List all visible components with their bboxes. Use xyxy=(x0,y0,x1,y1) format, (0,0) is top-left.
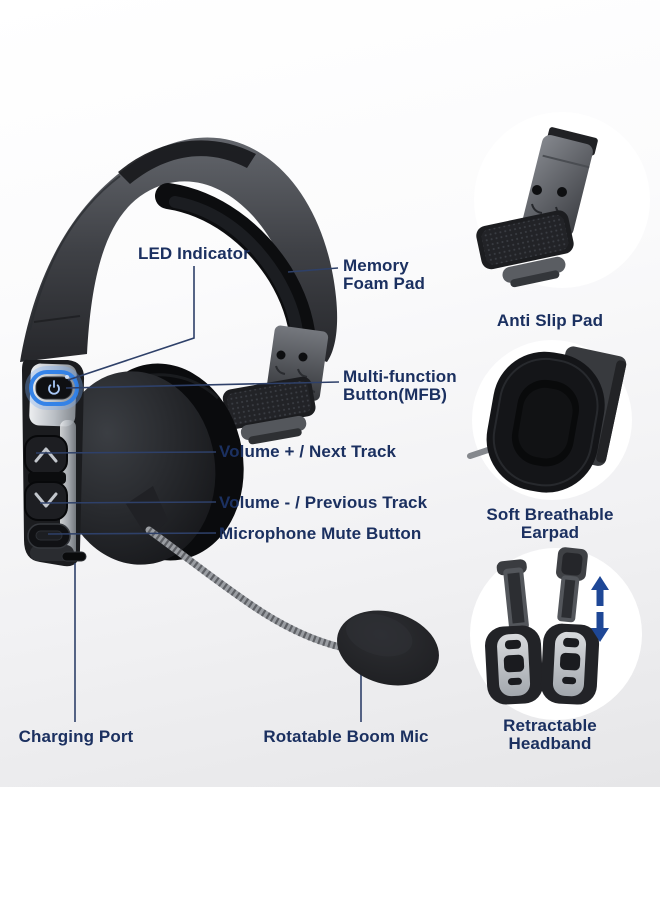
label-retractable-line1: Retractable xyxy=(503,716,597,735)
label-memory-foam: Memory Foam Pad xyxy=(343,257,425,293)
label-memory-foam-line2: Foam Pad xyxy=(343,274,426,293)
charging-port xyxy=(61,551,87,562)
callout-lines xyxy=(35,266,362,722)
volume-down-button xyxy=(24,481,68,521)
label-volume-up: Volume + / Next Track xyxy=(219,442,397,461)
anti-slip-panel xyxy=(476,127,598,288)
callout-line-volume-down xyxy=(39,501,217,504)
mic-foam xyxy=(337,610,439,686)
label-boom-mic: Rotatable Boom Mic xyxy=(263,727,429,746)
led-indicator-dot xyxy=(65,375,69,379)
label-retractable: Retractable Headband xyxy=(450,717,650,753)
label-anti-slip-pad: Anti Slip Pad xyxy=(496,311,604,330)
label-retractable-line2: Headband xyxy=(508,734,592,753)
label-led-indicator: LED Indicator xyxy=(138,244,250,263)
headset xyxy=(20,137,348,652)
label-memory-foam-line1: Memory xyxy=(343,256,409,275)
callout-line-volume-up xyxy=(35,451,217,454)
down-arrow-icon xyxy=(591,612,609,642)
volume-up-button xyxy=(24,435,68,475)
chevron-up-icon xyxy=(34,447,58,463)
boom-hinge xyxy=(126,486,168,540)
button-divider xyxy=(28,472,66,484)
label-mic-mute: Microphone Mute Button xyxy=(219,524,422,543)
callout-line-mfb xyxy=(65,381,340,389)
label-earpad: Soft Breathable Earpad xyxy=(450,506,650,542)
label-mfb-line2: Button(MFB) xyxy=(343,385,447,404)
label-earpad-line1: Soft Breathable xyxy=(486,505,614,524)
label-mfb: Multi-function Button(MFB) xyxy=(343,368,457,404)
callout-line-led xyxy=(67,266,195,381)
callout-line-memory-foam xyxy=(287,267,339,273)
anti-slip-pad xyxy=(222,376,316,445)
label-charging-port: Charging Port xyxy=(18,727,134,746)
boom-mic xyxy=(126,486,348,652)
up-arrow-icon xyxy=(591,576,609,606)
power-icon xyxy=(48,380,60,395)
hinge-screw xyxy=(276,350,286,360)
chevron-down-icon xyxy=(34,492,58,508)
headband-top-trim xyxy=(118,140,256,184)
hinge-screw xyxy=(298,352,308,362)
callout-line-mic-mute xyxy=(47,532,217,535)
label-earpad-line2: Earpad xyxy=(520,523,580,542)
label-mfb-line1: Multi-function xyxy=(343,367,457,386)
retractable-panel xyxy=(485,547,609,705)
mic-mute-button xyxy=(27,523,71,549)
memory-foam-pad xyxy=(155,183,316,353)
earpad-panel xyxy=(467,346,627,493)
ear-cup xyxy=(56,363,244,565)
label-volume-down: Volume - / Previous Track xyxy=(219,493,428,512)
